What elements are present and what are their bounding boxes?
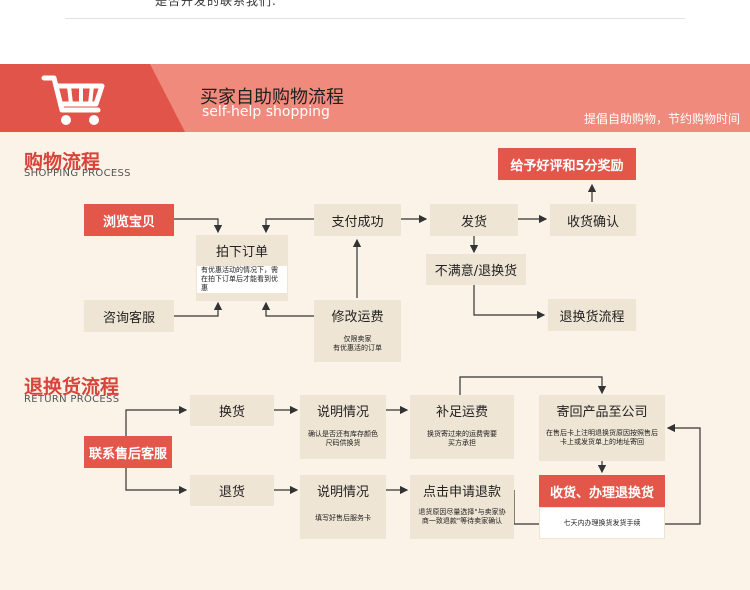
return-section-title: 退换货流程 [24,376,120,398]
bottom-strip [0,586,750,590]
unsatisfied-node: 不满意/退换货 [426,254,526,285]
send-back-node: 寄回产品至公司 在售后卡上注明退换货原因按照售后卡上或发货单上的地址寄回 [539,395,665,461]
modify-note: 仅限卖家 有优惠活的订单 [333,335,382,352]
receive-note: 七天内办理换货发货手续 [539,507,665,539]
shipping-fee-node: 补足运费 换货寄过来的运费需要买方承担 [410,395,514,459]
refund-node: 退货 [190,475,274,506]
confirm-node: 收货确认 [550,204,636,236]
explain2-note: 填写好售后服务卡 [315,514,371,522]
apply-refund-note: 退货原因尽量选择"与卖家协商一致退款"等待卖家确认 [418,508,506,525]
modify-label: 修改运费 [331,310,384,325]
arrow-contact-refund [125,465,188,495]
arrow-browse-order [174,218,223,234]
send-back-label: 寄回产品至公司 [556,405,648,420]
banner-title: 买家自助购物流程 [200,87,344,108]
pay-node: 支付成功 [314,204,401,236]
order-node: 拍下订单 有优惠活动的情况下，需在拍下订单后才能看到优惠 [196,235,288,301]
shipping-fee-label: 补足运费 [435,405,488,420]
order-note: 有优惠活动的情况下，需在拍下订单后才能看到优惠 [197,266,287,293]
arrow-fee-sendback [459,376,607,395]
receive-node: 收货、办理退换货 [539,475,665,507]
explain2-node: 说明情况 填写好售后服务卡 [300,475,386,539]
modify-node: 修改运费 仅限卖家 有优惠活的订单 [314,300,401,362]
arrow-contact-exchange [125,405,188,438]
ship-node: 发货 [430,204,518,236]
explain1-node: 说明情况 确认是否还有库存颜色尺码供换货 [300,395,386,459]
explain1-note: 确认是否还有库存颜色尺码供换货 [308,430,378,447]
banner-slogan: 提倡自助购物，节约购物时间 [583,112,740,126]
shipping-fee-note: 换货寄过来的运费需要买方承担 [427,430,497,447]
arrow-modify-order [261,301,314,317]
arrow-pay-order [261,218,314,234]
arrow-receive-loop [665,423,701,525]
apply-refund-label: 点击申请退款 [422,485,501,500]
shopping-section-subtitle: SHOPPING PROCESS [24,168,131,179]
reward-node: 给予好评和5分奖励 [498,148,636,180]
return-section-subtitle: RETURN PROCESS [24,394,120,405]
explain1-label: 说明情况 [316,405,369,420]
send-back-note: 在售后卡上注明退换货原因按照售后卡上或发货单上的地址寄回 [546,429,658,446]
top-strip [0,0,750,64]
top-divider [65,18,685,19]
contact-service-node: 联系售后客服 [84,436,172,468]
banner-subtitle: self-help shopping [202,104,330,120]
exchange-node: 换货 [190,395,274,426]
shopping-cart-icon [41,75,105,125]
explain2-label: 说明情况 [316,485,369,500]
return-flow-node: 退换货流程 [548,299,636,331]
apply-refund-node: 点击申请退款 退货原因尽量选择"与卖家协商一致退款"等待卖家确认 [410,475,514,539]
shopping-section-title: 购物流程 [24,151,101,173]
top-cut-text: 是否开发的联系我们. [155,0,277,8]
arrow-unsatisfied-return [473,285,546,320]
browse-node: 浏览宝贝 [84,204,174,236]
banner-dark-panel [0,64,185,132]
order-label: 拍下订单 [215,245,268,260]
consult-node: 咨询客服 [84,300,174,332]
arrow-apply-loop [513,490,548,525]
arrow-consult-order [174,301,223,317]
banner [0,64,750,132]
